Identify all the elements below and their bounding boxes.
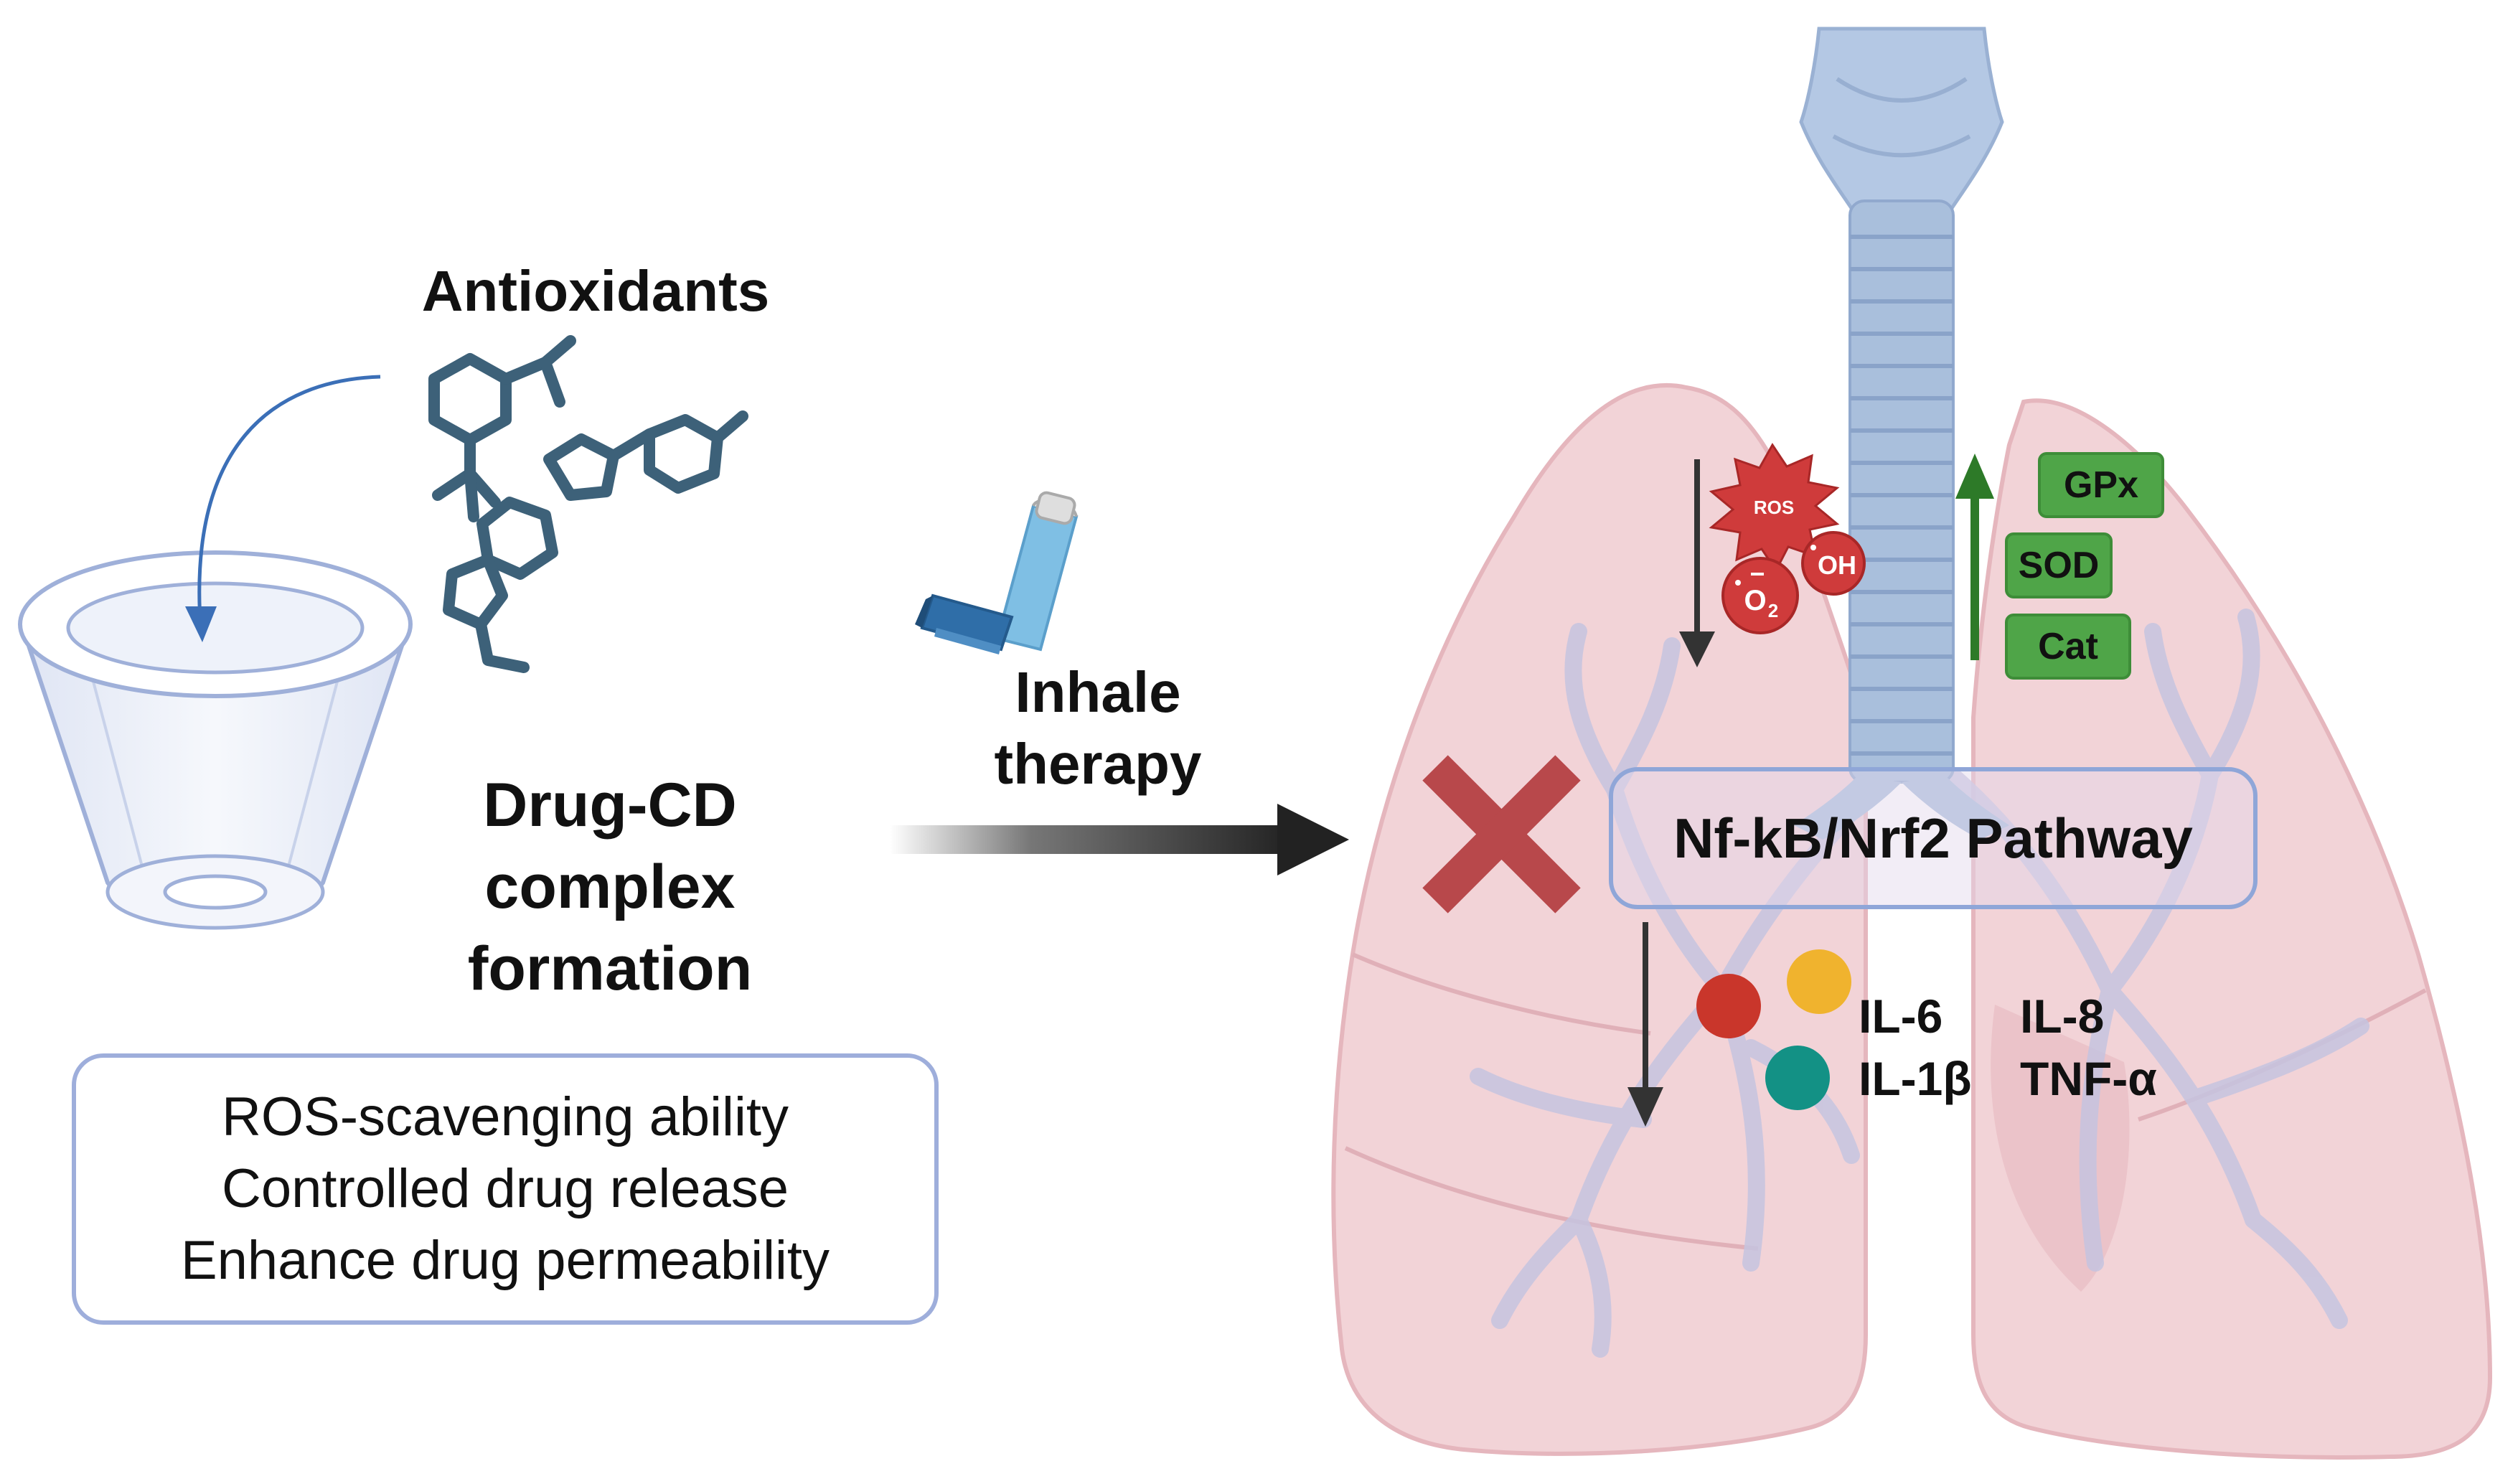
inhale-label-line-1: Inhale: [1015, 660, 1181, 724]
benefit-item: ROS-scavenging ability: [222, 1086, 789, 1147]
antioxidants-title: Antioxidants: [421, 259, 770, 323]
enzyme-badge-cat: Cat: [2005, 614, 2131, 680]
antioxidant-molecule-icon: [428, 335, 748, 673]
inhale-therapy-label: Inhale therapy: [954, 657, 1241, 800]
inhaler-icon: [915, 491, 1079, 654]
cyclodextrin-cone-icon: [18, 550, 413, 930]
cytokine-dot-teal: [1765, 1046, 1830, 1110]
cytokine-dot-red: [1696, 974, 1761, 1038]
superoxide-subscript: 2: [1768, 600, 1778, 621]
ros-label: ROS: [1754, 497, 1794, 518]
superoxide-label: O: [1744, 585, 1766, 616]
cytokine-down-arrow: [1627, 922, 1663, 1127]
enzyme-badge-gpx: GPx: [2038, 452, 2164, 518]
load-arrow-head: [185, 606, 217, 642]
pathway-label: Nf-kB/Nrf2 Pathway: [1673, 806, 2193, 870]
complex-title-line-1: Drug-CD: [483, 771, 737, 840]
cytokine-label-il8: IL-8: [2020, 990, 2105, 1043]
load-arrow: [197, 375, 381, 632]
bronchial-tree: [1470, 609, 2369, 1358]
hydroxyl-radical-icon: OH: [1801, 531, 1866, 596]
benefit-item: Enhance drug permeability: [180, 1230, 830, 1291]
superoxide-radical-icon: O 2: [1721, 557, 1799, 634]
cytokine-label-tnfa: TNF-α: [2020, 1052, 2157, 1105]
benefits-box: ROS-scavenging ability Controlled drug r…: [72, 1053, 939, 1325]
hydroxyl-label: OH: [1818, 550, 1856, 580]
inhale-therapy-arrow: [890, 804, 1349, 875]
inhibition-x-icon: [1422, 755, 1581, 914]
trachea-icon: [1794, 27, 2009, 840]
pathway-box: Nf-kB/Nrf2 Pathway: [1609, 767, 2258, 909]
enzyme-badge-sod: SOD: [2005, 532, 2113, 598]
ros-down-arrow: [1679, 459, 1715, 667]
enzyme-up-arrow: [1955, 454, 1994, 660]
cytokine-dot-orange: [1787, 949, 1851, 1014]
inhale-label-line-2: therapy: [994, 732, 1202, 796]
cytokine-label-il1b: IL-1β: [1859, 1052, 1972, 1105]
complex-formation-title: Drug-CD complex formation: [387, 764, 832, 1010]
complex-title-line-3: formation: [467, 934, 753, 1003]
complex-title-line-2: complex: [484, 853, 736, 921]
cytokine-label-il6: IL-6: [1859, 990, 1943, 1043]
benefit-item: Controlled drug release: [221, 1158, 789, 1219]
